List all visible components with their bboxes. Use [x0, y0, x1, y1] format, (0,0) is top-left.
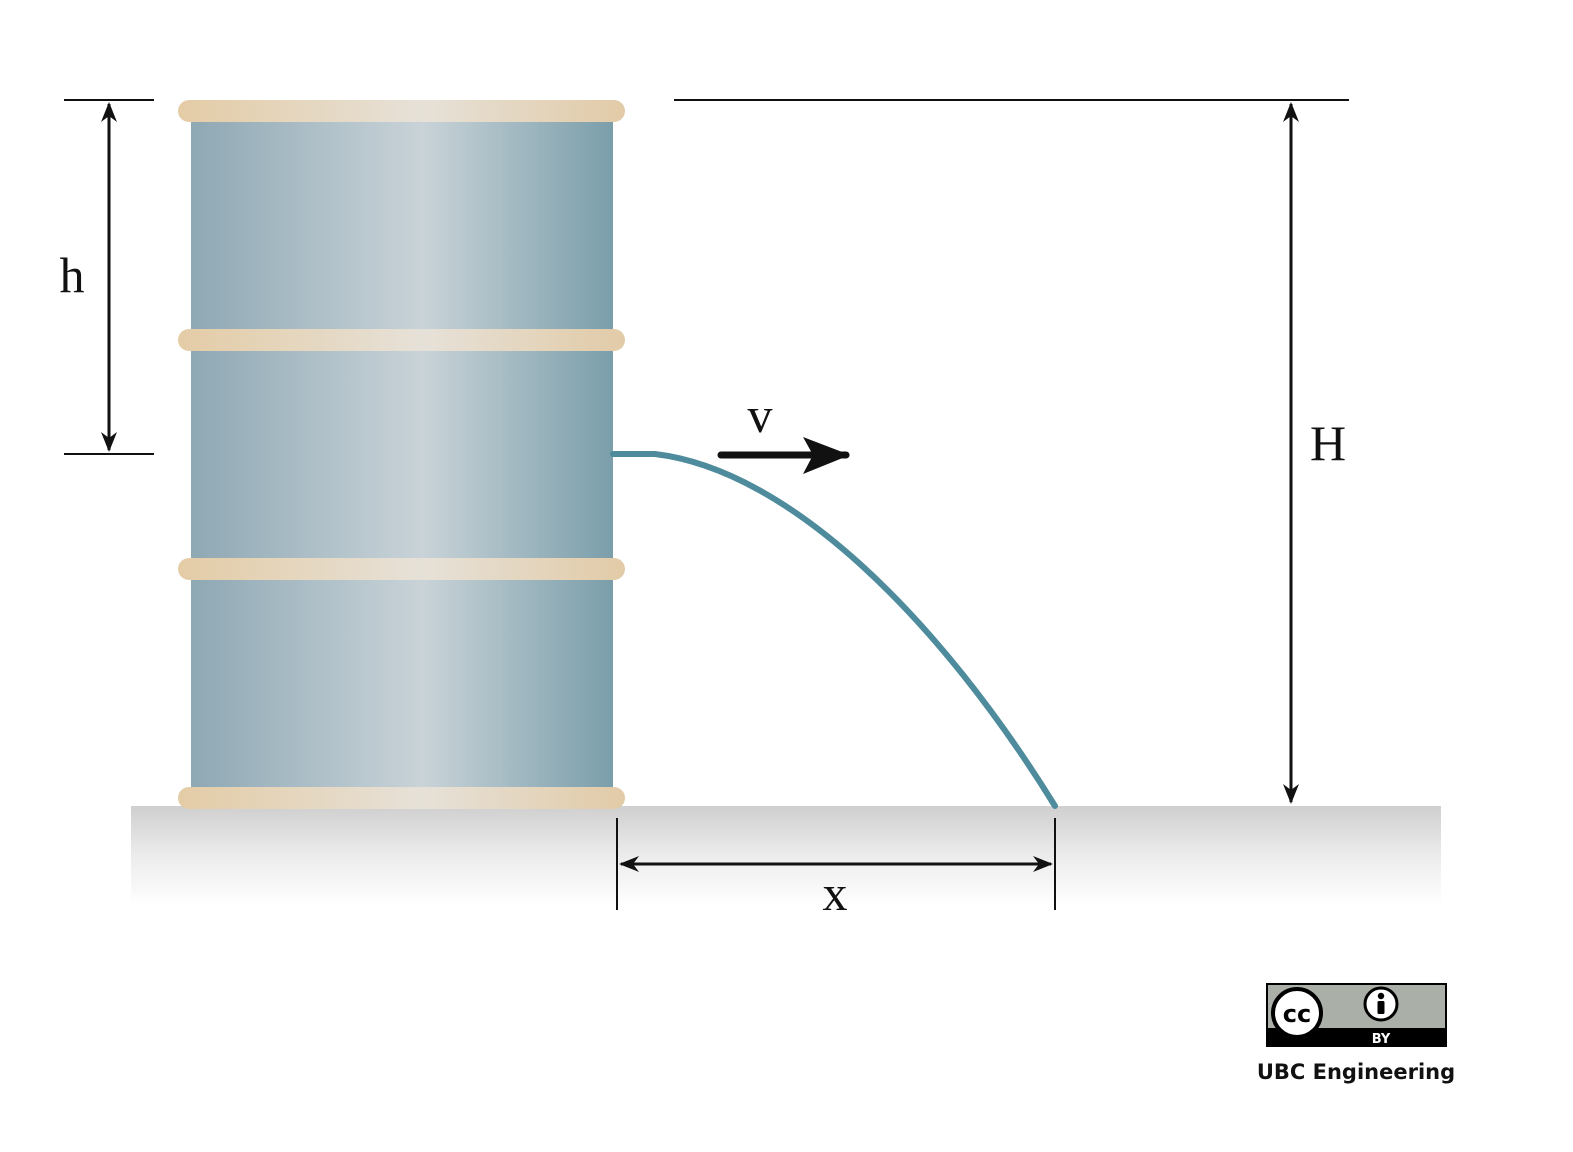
- credit-text: UBC Engineering: [1257, 1060, 1455, 1084]
- velocity-arrow-head: [803, 437, 850, 474]
- barrel-rim-top: [178, 100, 625, 122]
- barrel-body: [191, 112, 613, 800]
- x-label: x: [823, 865, 848, 921]
- barrel-rim-bottom: [178, 787, 625, 809]
- barrel-rim-upper-middle: [178, 329, 625, 351]
- attribution-person-icon: [1363, 986, 1399, 1022]
- ground: [131, 806, 1441, 906]
- H-label: H: [1310, 415, 1346, 471]
- cc-by-license-badge: cc BY: [1266, 983, 1447, 1047]
- water-jet: [610, 451, 1058, 809]
- cc-icon-text: cc: [1283, 1000, 1311, 1028]
- barrel-rim-lower-middle: [178, 558, 625, 580]
- velocity-label: v: [748, 387, 773, 443]
- cc-icon: [1271, 987, 1323, 1039]
- h-label: h: [60, 247, 85, 303]
- by-label: BY: [1372, 1032, 1391, 1047]
